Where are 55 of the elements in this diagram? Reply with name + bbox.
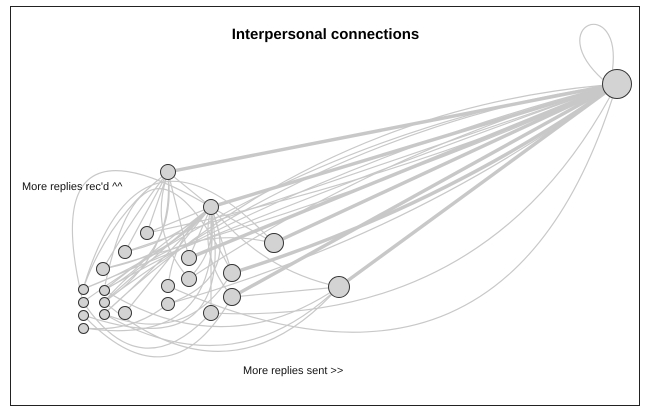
connection-line xyxy=(218,210,266,239)
connection-line xyxy=(72,170,204,297)
connection-line xyxy=(106,178,164,264)
node-circle xyxy=(78,310,88,320)
connection-line xyxy=(174,98,613,332)
node-circle xyxy=(98,296,110,308)
connection-line xyxy=(153,209,204,231)
chart-title: Interpersonal connections xyxy=(230,26,420,43)
connection-line xyxy=(86,304,228,358)
node-circle xyxy=(203,199,219,215)
connection-line xyxy=(84,180,268,284)
axis-note: More replies rec'd ^^ xyxy=(22,181,122,193)
self-loop-line xyxy=(579,24,614,80)
node-circle xyxy=(203,305,219,321)
node-circle xyxy=(160,164,176,180)
connection-line xyxy=(210,215,212,305)
node-circle xyxy=(140,226,154,240)
connection-line xyxy=(160,180,185,274)
connection-line xyxy=(240,287,328,297)
node-circle xyxy=(118,306,132,320)
node-circle xyxy=(78,284,88,294)
node-circle xyxy=(181,250,197,266)
node-circle xyxy=(223,288,241,306)
connection-line xyxy=(216,212,328,285)
connection-line xyxy=(212,214,230,265)
connection-line xyxy=(86,306,206,349)
node-circle xyxy=(96,262,110,276)
node-circle xyxy=(98,308,110,320)
connection-line xyxy=(108,280,228,325)
connection-line xyxy=(128,212,206,308)
node-circle xyxy=(223,264,241,282)
connection-line xyxy=(107,237,264,298)
node-circle xyxy=(161,297,175,311)
connection-line xyxy=(169,180,188,250)
axis-note: More replies sent >> xyxy=(243,365,344,377)
connection-line xyxy=(174,214,221,302)
node-circle xyxy=(98,284,110,296)
connection-line xyxy=(148,179,166,227)
connection-line xyxy=(108,292,330,328)
connection-line xyxy=(192,214,208,251)
node-circle xyxy=(78,296,88,308)
connection-line xyxy=(219,96,610,314)
node-circle xyxy=(328,276,350,298)
connection-line xyxy=(88,308,163,330)
node-circle xyxy=(118,245,132,259)
connection-line xyxy=(174,176,206,202)
node-circle xyxy=(602,69,632,99)
connection-line xyxy=(104,188,228,285)
node-circle xyxy=(181,271,197,287)
connection-line xyxy=(128,178,165,246)
node-circle xyxy=(161,279,175,293)
connection-line xyxy=(207,214,228,290)
node-circle xyxy=(264,233,284,253)
connection-line xyxy=(84,176,162,284)
node-circle xyxy=(78,322,88,334)
